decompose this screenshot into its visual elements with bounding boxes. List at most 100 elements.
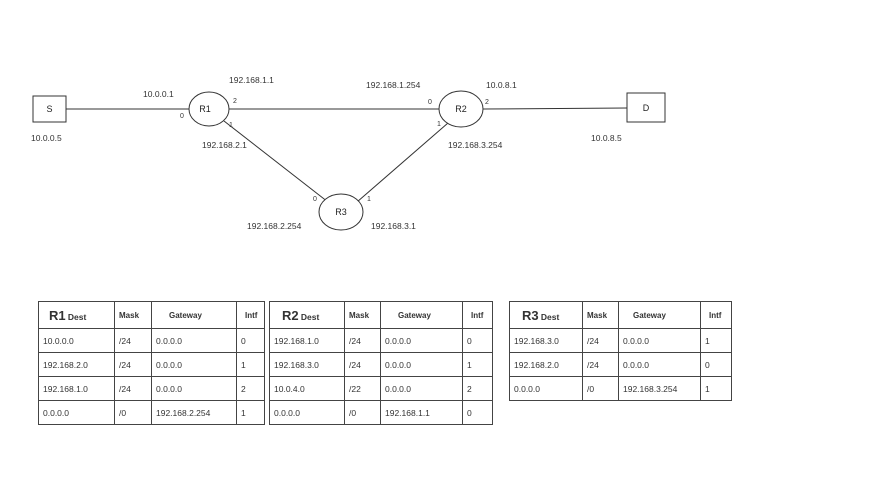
router-name: R1 <box>49 307 66 323</box>
cell-gateway: 0.0.0.0 <box>380 352 463 377</box>
cell-mask: /24 <box>344 352 381 377</box>
table-header-dest: R1 Dest <box>38 301 115 329</box>
table-row: 192.168.1.0 /24 0.0.0.0 2 <box>38 376 265 401</box>
table-row: 192.168.3.0 /24 0.0.0.0 1 <box>509 328 732 353</box>
cell-intf: 0 <box>462 328 493 353</box>
cell-gateway: 0.0.0.0 <box>151 328 237 353</box>
addr-r1-port1: 192.168.2.1 <box>202 140 247 150</box>
host-s-box <box>32 95 67 123</box>
router-r3-label: R3 <box>335 207 347 217</box>
cell-intf: 1 <box>236 352 265 377</box>
host-d-ip: 10.0.8.5 <box>591 133 622 143</box>
cell-mask: /24 <box>114 328 152 353</box>
port-r2-2: 2 <box>485 99 489 106</box>
table-row: 10.0.4.0 /22 0.0.0.0 2 <box>269 376 493 401</box>
host-s-ip: 10.0.0.5 <box>31 133 62 143</box>
dest-label: Dest <box>540 311 560 322</box>
cell-gateway: 0.0.0.0 <box>380 376 463 401</box>
table-header-mask: Mask <box>582 301 619 329</box>
cell-intf: 2 <box>236 376 265 401</box>
link-r2-r3 <box>356 122 449 203</box>
table-row: 0.0.0.0 /0 192.168.2.254 1 <box>38 400 265 425</box>
table-header-dest: R2 Dest <box>269 301 345 329</box>
cell-mask: /24 <box>114 376 152 401</box>
cell-dest: 192.168.1.0 <box>38 376 115 401</box>
cell-intf: 1 <box>700 328 732 353</box>
addr-r2-port1: 192.168.3.254 <box>448 140 503 150</box>
cell-mask: /24 <box>114 352 152 377</box>
port-r2-1: 1 <box>437 121 441 128</box>
port-r1-1: 1 <box>229 122 233 129</box>
routing-table-r1: R1 Dest Mask Gateway Intf 10.0.0.0 /24 0… <box>38 301 265 425</box>
cell-gateway: 0.0.0.0 <box>380 328 463 353</box>
port-r1-2: 2 <box>233 98 237 105</box>
cell-dest: 0.0.0.0 <box>269 400 345 425</box>
cell-mask: /24 <box>582 352 619 377</box>
host-d-box <box>626 92 666 123</box>
link-r1-r3 <box>223 120 329 203</box>
cell-mask: /0 <box>582 376 619 401</box>
table-row: 0.0.0.0 /0 192.168.3.254 1 <box>509 376 732 401</box>
host-s-label: S <box>46 104 52 114</box>
router-r1-label: R1 <box>199 104 211 114</box>
cell-intf: 0 <box>462 400 493 425</box>
cell-dest: 0.0.0.0 <box>38 400 115 425</box>
table-header-gateway: Gateway <box>618 301 701 329</box>
dest-label: Dest <box>300 311 320 322</box>
cell-gateway: 192.168.2.254 <box>151 400 237 425</box>
cell-gateway: 0.0.0.0 <box>618 352 701 377</box>
table-row: 0.0.0.0 /0 192.168.1.1 0 <box>269 400 493 425</box>
cell-dest: 192.168.3.0 <box>509 328 583 353</box>
router-r3 <box>318 193 364 231</box>
dest-label: Dest <box>67 311 87 322</box>
cell-intf: 0 <box>700 352 732 377</box>
cell-gateway: 192.168.3.254 <box>618 376 701 401</box>
port-r3-0: 0 <box>313 196 317 203</box>
router-name: R2 <box>282 307 299 323</box>
cell-dest: 192.168.1.0 <box>269 328 345 353</box>
cell-intf: 1 <box>236 400 265 425</box>
cell-gateway: 192.168.1.1 <box>380 400 463 425</box>
table-header-intf: Intf <box>236 301 265 329</box>
table-header-mask: Mask <box>114 301 152 329</box>
router-r1 <box>188 91 230 127</box>
table-header-mask: Mask <box>344 301 381 329</box>
addr-r2-port2: 10.0.8.1 <box>486 80 517 90</box>
routing-table-r3: R3 Dest Mask Gateway Intf 192.168.3.0 /2… <box>509 301 732 401</box>
table-row: 192.168.2.0 /24 0.0.0.0 1 <box>38 352 265 377</box>
cell-gateway: 0.0.0.0 <box>151 376 237 401</box>
host-d-label: D <box>643 103 650 113</box>
cell-intf: 1 <box>462 352 493 377</box>
table-header-intf: Intf <box>462 301 493 329</box>
table-header-gateway: Gateway <box>151 301 237 329</box>
cell-mask: /24 <box>344 328 381 353</box>
cell-dest: 0.0.0.0 <box>509 376 583 401</box>
cell-dest: 192.168.3.0 <box>269 352 345 377</box>
router-r2 <box>438 90 484 128</box>
addr-r2-port0: 192.168.1.254 <box>366 80 421 90</box>
cell-intf: 0 <box>236 328 265 353</box>
cell-intf: 2 <box>462 376 493 401</box>
table-row: 10.0.0.0 /24 0.0.0.0 0 <box>38 328 265 353</box>
cell-dest: 10.0.0.0 <box>38 328 115 353</box>
table-row: 192.168.1.0 /24 0.0.0.0 0 <box>269 328 493 353</box>
port-r2-0: 0 <box>428 99 432 106</box>
table-header-dest: R3 Dest <box>509 301 583 329</box>
cell-dest: 192.168.2.0 <box>38 352 115 377</box>
cell-mask: /22 <box>344 376 381 401</box>
addr-r3-port1: 192.168.3.1 <box>371 221 416 231</box>
addr-r3-port0: 192.168.2.254 <box>247 221 302 231</box>
cell-mask: /0 <box>344 400 381 425</box>
table-header-gateway: Gateway <box>380 301 463 329</box>
cell-dest: 192.168.2.0 <box>509 352 583 377</box>
port-r3-1: 1 <box>367 196 371 203</box>
addr-r1-port2: 192.168.1.1 <box>229 75 274 85</box>
cell-mask: /24 <box>582 328 619 353</box>
routing-table-r2: R2 Dest Mask Gateway Intf 192.168.1.0 /2… <box>269 301 493 425</box>
router-name: R3 <box>522 307 539 323</box>
link-r2-d <box>482 107 628 110</box>
router-r2-label: R2 <box>455 104 467 114</box>
cell-intf: 1 <box>700 376 732 401</box>
table-row: 192.168.2.0 /24 0.0.0.0 0 <box>509 352 732 377</box>
